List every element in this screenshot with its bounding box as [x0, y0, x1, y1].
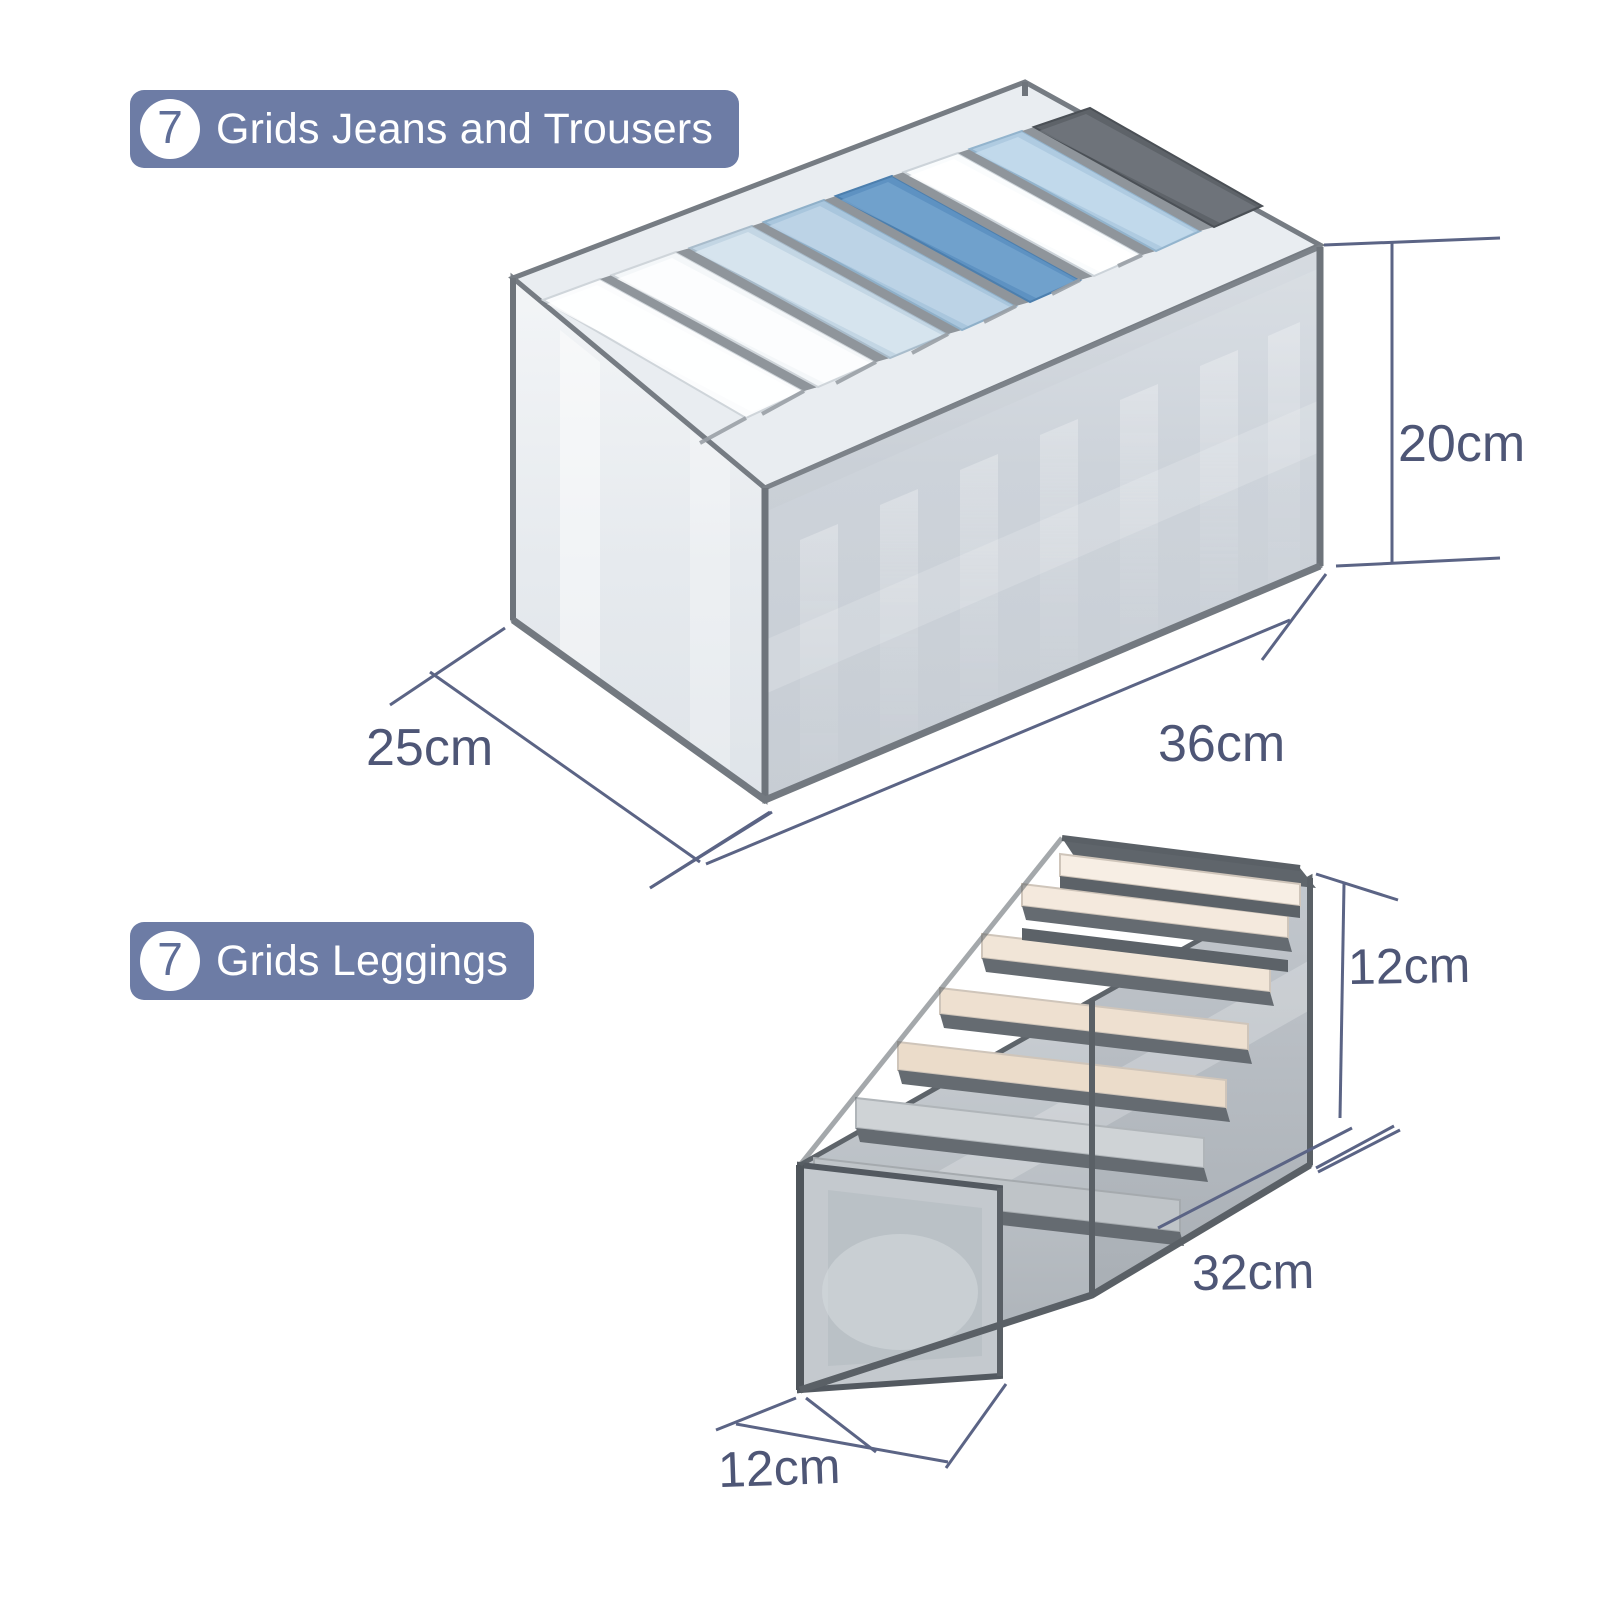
dimension-label-leggings-width: 12cm [717, 1437, 842, 1499]
dimension-label-jeans-width: 36cm [1158, 715, 1286, 773]
grid-count-leggings: 7 [157, 933, 183, 985]
dimension-label-jeans-height: 20cm [1398, 415, 1526, 473]
jeans-organizer-illustration [508, 79, 1326, 805]
badge-jeans: 7 Grids Jeans and Trousers [130, 90, 740, 168]
badge-label-jeans: Grids Jeans and Trousers [216, 104, 714, 153]
dimension-label-leggings-length: 32cm [1191, 1242, 1315, 1302]
grid-count-jeans: 7 [157, 101, 183, 153]
dimension-label-leggings-height: 12cm [1347, 936, 1471, 996]
badge-leggings: 7 Grids Leggings [130, 922, 535, 1000]
dimension-label-jeans-depth: 25cm [366, 719, 494, 777]
leggings-organizer-illustration [796, 835, 1316, 1394]
leggings-compartments [813, 838, 1316, 1246]
grid-count-circle-jeans: 7 [140, 99, 200, 159]
grid-count-circle-leggings: 7 [140, 931, 200, 991]
badge-label-leggings: Grids Leggings [216, 936, 509, 985]
dimension-lines [389, 236, 1501, 1469]
